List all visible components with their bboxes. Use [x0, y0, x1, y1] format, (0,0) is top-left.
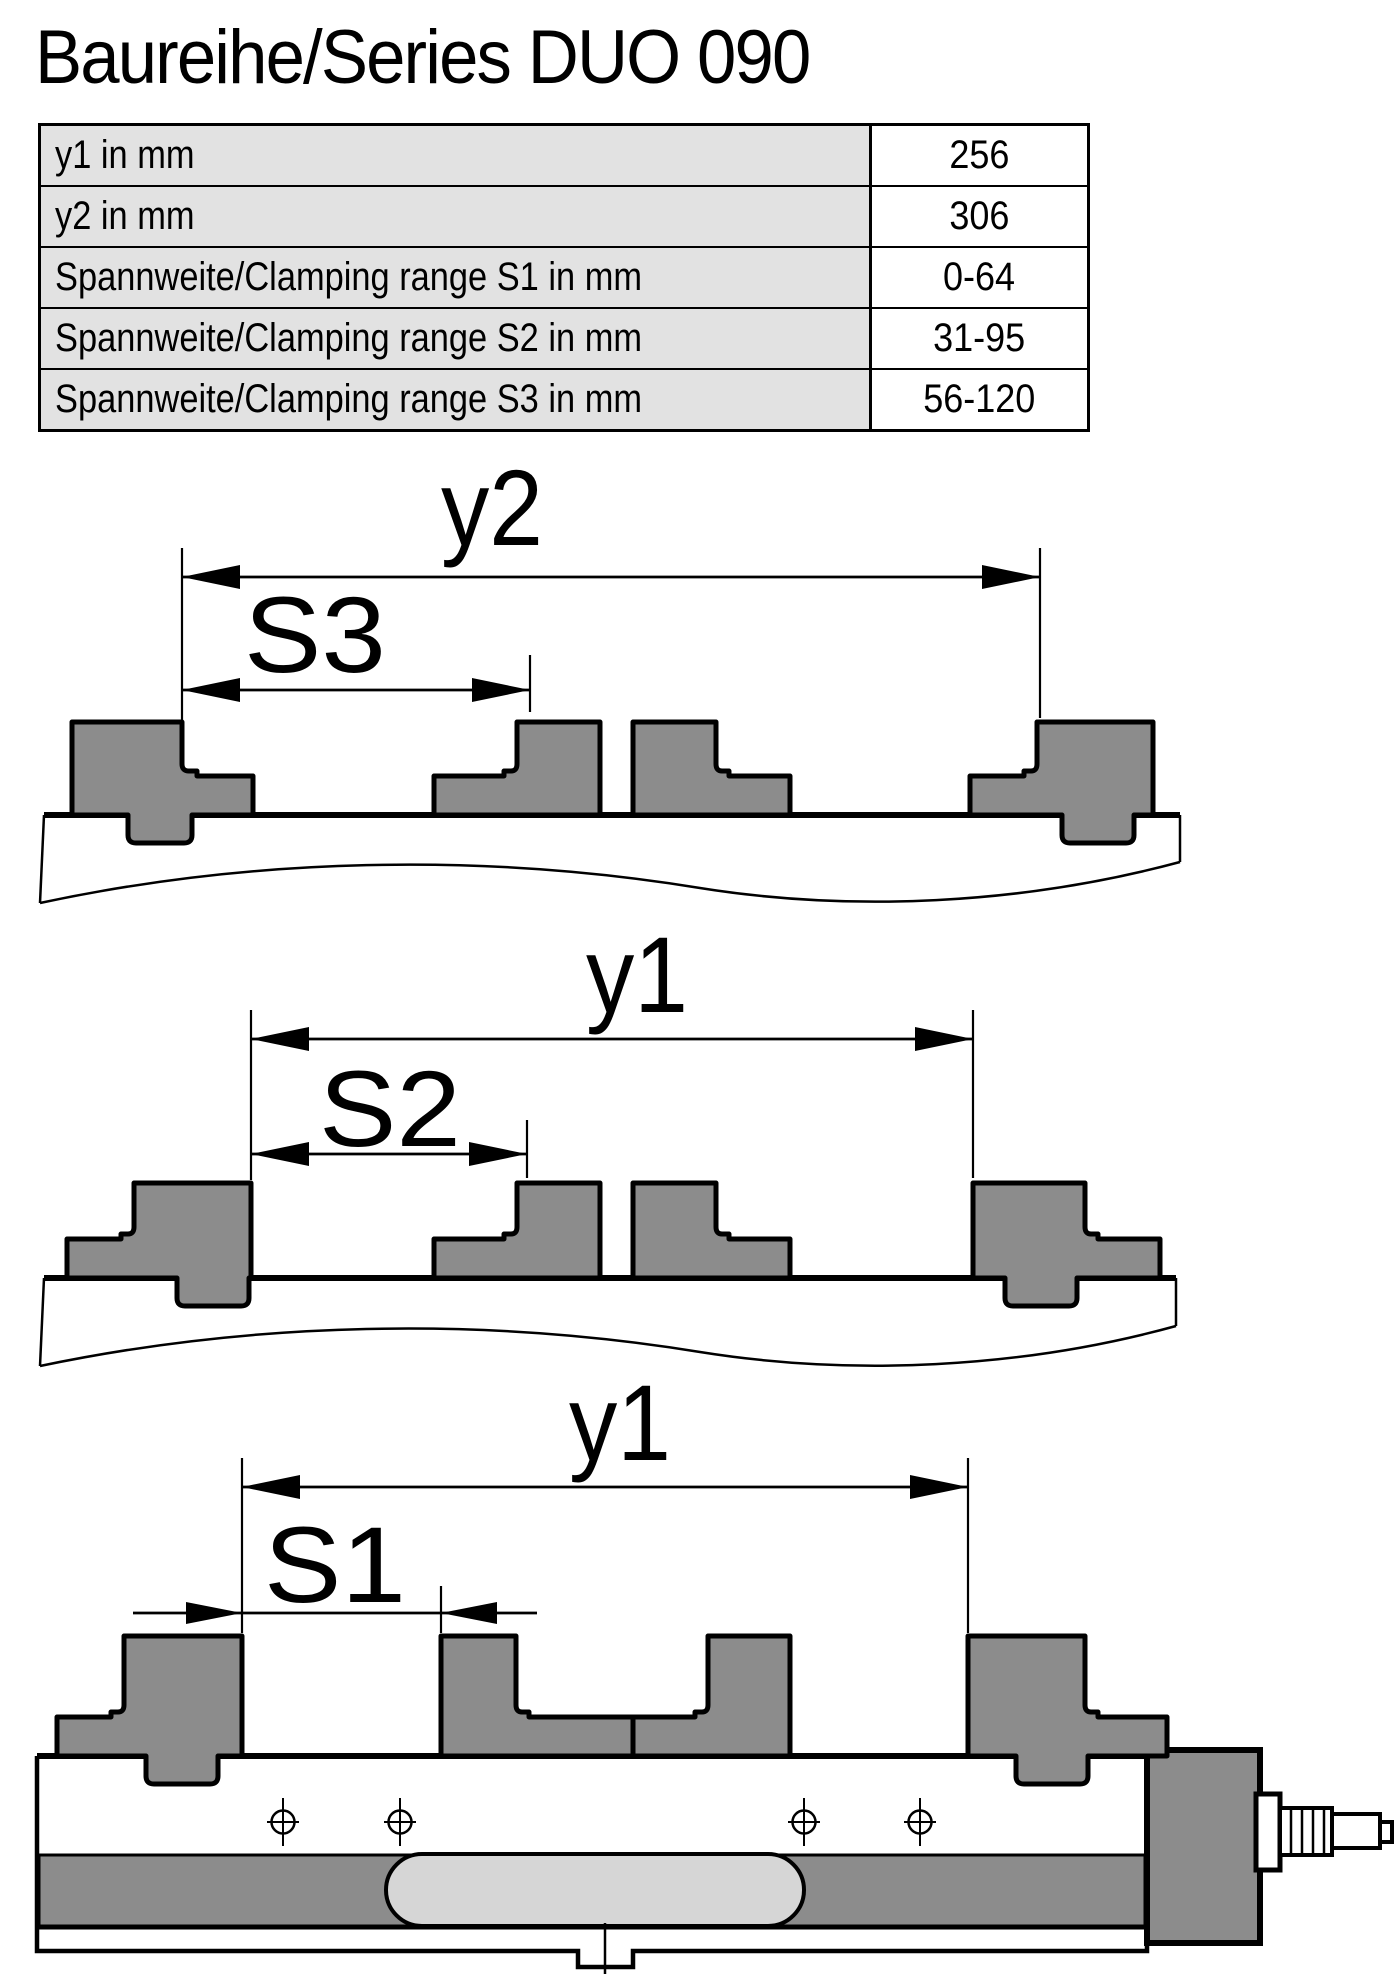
rail-left-edge	[38, 814, 46, 904]
table-row-label: y2 in mm	[41, 187, 869, 246]
table-row-label: y1 in mm	[41, 126, 869, 185]
table-row-label: Spannweite/Clamping range S3 in mm	[41, 370, 869, 429]
table-row-value: 0-64	[869, 248, 1087, 307]
dim-label-s1: S1	[264, 1504, 406, 1625]
crosshair-icon	[788, 1798, 820, 1846]
arrowhead-left-icon	[242, 1475, 300, 1499]
diagram-jaws-y2-s3: y2 S3	[38, 447, 1182, 905]
dim-label-y2: y2	[441, 447, 543, 568]
spindle-tip	[1378, 1820, 1394, 1844]
vise-slot	[384, 1852, 806, 1928]
spindle	[1253, 1791, 1394, 1873]
jaw-middle-left	[438, 1633, 636, 1759]
jaw-outer-left	[64, 1180, 254, 1309]
position-marks	[267, 1798, 936, 1846]
jaw-outer-right	[967, 719, 1156, 846]
diagram-vise-y1-s1: y1 S1	[34, 1362, 1394, 1974]
jaw-outer-left	[69, 719, 256, 846]
jaw-set	[54, 1633, 1170, 1787]
vise-end-plate	[1144, 1747, 1263, 1946]
dim-label-y1: y1	[586, 914, 688, 1035]
rail-left-edge	[38, 1277, 46, 1367]
dim-label-s3: S3	[244, 574, 386, 695]
arrowhead-right-icon	[915, 1027, 973, 1051]
spec-table: y1 in mm 256 y2 in mm 306 Spannweite/Cla…	[38, 123, 1090, 432]
arrowhead-right-icon	[910, 1475, 968, 1499]
arrowhead-right-icon	[469, 1142, 527, 1166]
table-row-value: 56-120	[869, 370, 1087, 429]
dim-label-s2: S2	[319, 1048, 461, 1169]
crosshair-icon	[267, 1798, 299, 1846]
arrowhead-right-icon	[472, 678, 530, 702]
jaw-middle-right	[630, 1180, 793, 1281]
arrowhead-left-icon	[182, 678, 240, 702]
jaw-outer-right	[970, 1180, 1163, 1309]
table-row: Spannweite/Clamping range S2 in mm 31-95	[41, 307, 1087, 368]
jaw-middle-right	[630, 719, 793, 818]
table-row-value: 31-95	[869, 309, 1087, 368]
jaw-middle-right	[630, 1633, 793, 1759]
jaw-set	[64, 1180, 1163, 1309]
arrowhead-left-icon	[251, 1027, 309, 1051]
table-row-label: Spannweite/Clamping range S2 in mm	[41, 309, 869, 368]
rail-break-line	[39, 860, 1181, 905]
jaw-set	[69, 719, 1156, 846]
jaw-outer-left	[54, 1633, 245, 1787]
arrowhead-left-icon	[251, 1142, 309, 1166]
jaw-middle-left	[431, 719, 603, 818]
table-row-value: 256	[869, 126, 1087, 185]
crosshair-icon	[904, 1798, 936, 1846]
dim-label-y1: y1	[569, 1362, 671, 1483]
arrowhead-right-icon	[186, 1602, 242, 1624]
table-row: y1 in mm 256	[41, 126, 1087, 185]
table-row: Spannweite/Clamping range S1 in mm 0-64	[41, 246, 1087, 307]
table-row-value: 306	[869, 187, 1087, 246]
jaw-outer-right	[965, 1633, 1170, 1787]
table-row: Spannweite/Clamping range S3 in mm 56-12…	[41, 368, 1087, 429]
diagram-jaws-y1-s2: y1 S2	[38, 914, 1178, 1368]
jaw-middle-left	[431, 1180, 603, 1281]
spindle-collar	[1253, 1791, 1283, 1873]
table-row: y2 in mm 306	[41, 185, 1087, 246]
rail-break-line	[39, 1324, 1177, 1368]
table-row-label: Spannweite/Clamping range S1 in mm	[41, 248, 869, 307]
arrowhead-right-icon	[982, 565, 1040, 589]
arrowhead-left-icon	[441, 1602, 497, 1624]
crosshair-icon	[384, 1798, 416, 1846]
arrowhead-left-icon	[182, 565, 240, 589]
page-title: Baureihe/Series DUO 090	[35, 15, 811, 100]
spindle-shaft	[1330, 1812, 1382, 1850]
